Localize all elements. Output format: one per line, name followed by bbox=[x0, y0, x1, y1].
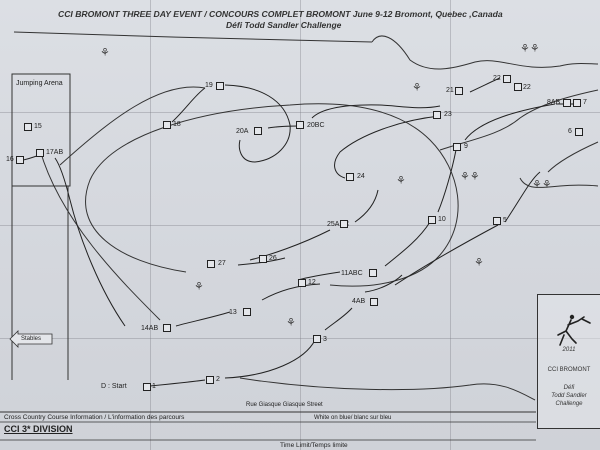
fence-6-marker bbox=[575, 128, 583, 136]
fence-20a-marker bbox=[254, 127, 262, 135]
fence-17ab-label: 17AB bbox=[46, 149, 64, 156]
tree-icon: ⚘ bbox=[412, 82, 422, 94]
fence-19-marker bbox=[216, 82, 224, 90]
fence-10-marker bbox=[428, 216, 436, 224]
fence-4ab-marker bbox=[370, 298, 378, 306]
tree-icon: ⚘⚘ bbox=[520, 43, 540, 55]
logo-line2: Todd Sandler bbox=[551, 393, 587, 399]
fence-20a-label: 20A bbox=[236, 128, 249, 135]
fold-crease bbox=[0, 338, 600, 339]
fold-crease bbox=[450, 0, 451, 450]
fence-6-label: 6 bbox=[568, 128, 572, 135]
fence-24-label: 23 bbox=[444, 111, 452, 118]
fence-12-marker bbox=[298, 279, 306, 287]
fence-10-label: 10 bbox=[438, 216, 446, 223]
fence-2-marker bbox=[206, 376, 214, 384]
fence-21-marker bbox=[455, 87, 463, 95]
fence-18-marker bbox=[163, 121, 171, 129]
logo-year: 2011 bbox=[562, 347, 576, 353]
fence-5-label: 5 bbox=[503, 217, 507, 224]
fence-4ab-label: 4AB bbox=[352, 298, 366, 305]
fence-22-marker bbox=[503, 75, 511, 83]
fence-7-marker bbox=[573, 99, 581, 107]
fold-crease bbox=[0, 225, 600, 226]
logo-line3: Challenge bbox=[555, 401, 583, 407]
logo-name: CCI BROMONT bbox=[547, 367, 591, 373]
start-label: D : Start bbox=[101, 383, 127, 390]
fence-23-marker bbox=[514, 83, 522, 91]
fence-9-marker bbox=[453, 143, 461, 151]
fence-24-marker bbox=[433, 111, 441, 119]
tree-icon: ⚘ bbox=[194, 281, 204, 293]
fence-8ab-label: 8AB bbox=[547, 99, 561, 106]
fence-12-label: 12 bbox=[308, 279, 316, 286]
rider-icon bbox=[557, 314, 591, 346]
fence-11abc-label: 11ABC bbox=[341, 270, 363, 277]
fence-20bc-marker bbox=[296, 121, 304, 129]
fence-1-label: 1 bbox=[152, 383, 156, 390]
fence-20bc-label: 20BC bbox=[307, 122, 325, 129]
fence-3-marker bbox=[313, 335, 321, 343]
tree-icon: ⚘ bbox=[396, 175, 406, 187]
fence-3-label: 3 bbox=[323, 336, 327, 343]
division-title: CCI 3* DIVISION bbox=[4, 424, 73, 434]
map-subtitle: Défi Todd Sandler Challenge bbox=[226, 20, 342, 30]
fence-19-label: 19 bbox=[205, 82, 213, 89]
fence-25abc-label: 24 bbox=[357, 173, 365, 180]
map-title: CCI BROMONT THREE DAY EVENT / CONCOURS C… bbox=[58, 9, 503, 19]
fence-16-marker bbox=[16, 156, 24, 164]
fence-14ab-label: 14AB bbox=[141, 325, 159, 332]
fence-22-label: 22 bbox=[493, 75, 501, 82]
flag-colors-note: White on blue/ blanc sur bleu bbox=[314, 415, 392, 421]
fence-2-label: 2 bbox=[216, 376, 220, 383]
fold-crease bbox=[300, 0, 301, 450]
time-limit-label: Time Limit/Temps limite bbox=[280, 442, 348, 449]
fence-13-marker bbox=[243, 308, 251, 316]
fence-14ab-marker bbox=[163, 324, 171, 332]
fence-7-label: 7 bbox=[583, 99, 587, 106]
fence-15-marker bbox=[24, 123, 32, 131]
fence-15-label: 15 bbox=[34, 123, 42, 130]
tree-icon: ⚘ bbox=[286, 317, 296, 329]
fence-28-label: 27 bbox=[218, 260, 226, 267]
fence-27-label: 26 bbox=[269, 255, 277, 262]
fence-5-marker bbox=[493, 217, 501, 225]
fence-26-label: 25ABC bbox=[327, 221, 350, 228]
tree-icon: ⚘⚘ bbox=[460, 171, 480, 183]
tree-icon: ⚘⚘ bbox=[532, 179, 552, 191]
fence-1-marker bbox=[143, 383, 151, 391]
fence-13-label: 13 bbox=[229, 309, 237, 316]
road-label: Rue Giasque Giasque Street bbox=[246, 402, 323, 408]
event-logo: 2011 CCI BROMONT Défi Todd Sandler Chall… bbox=[537, 294, 600, 429]
fence-21-label: 21 bbox=[446, 87, 454, 94]
fence-16-label: 16 bbox=[6, 156, 14, 163]
fence-28-marker bbox=[207, 260, 215, 268]
course-info-heading: Cross Country Course Information / L'inf… bbox=[4, 414, 185, 421]
fence-23-label: 22 bbox=[523, 84, 531, 91]
fence-11abc-marker bbox=[369, 269, 377, 277]
tree-icon: ⚘ bbox=[100, 47, 110, 59]
fence-25abc-marker bbox=[346, 173, 354, 181]
fold-crease bbox=[150, 0, 151, 450]
logo-line1: Défi bbox=[563, 385, 575, 391]
fence-27-marker bbox=[259, 255, 267, 263]
fold-crease bbox=[0, 112, 600, 113]
fence-26-marker bbox=[340, 220, 348, 228]
fence-9-label: 9 bbox=[464, 143, 468, 150]
tree-icon: ⚘ bbox=[474, 257, 484, 269]
fence-8ab-marker bbox=[563, 99, 571, 107]
stables-label: Stables bbox=[20, 336, 41, 342]
fence-18-label: 18 bbox=[173, 121, 181, 128]
fence-17ab-marker bbox=[36, 149, 44, 157]
jumping-arena-label: Jumping Arena bbox=[16, 80, 63, 87]
